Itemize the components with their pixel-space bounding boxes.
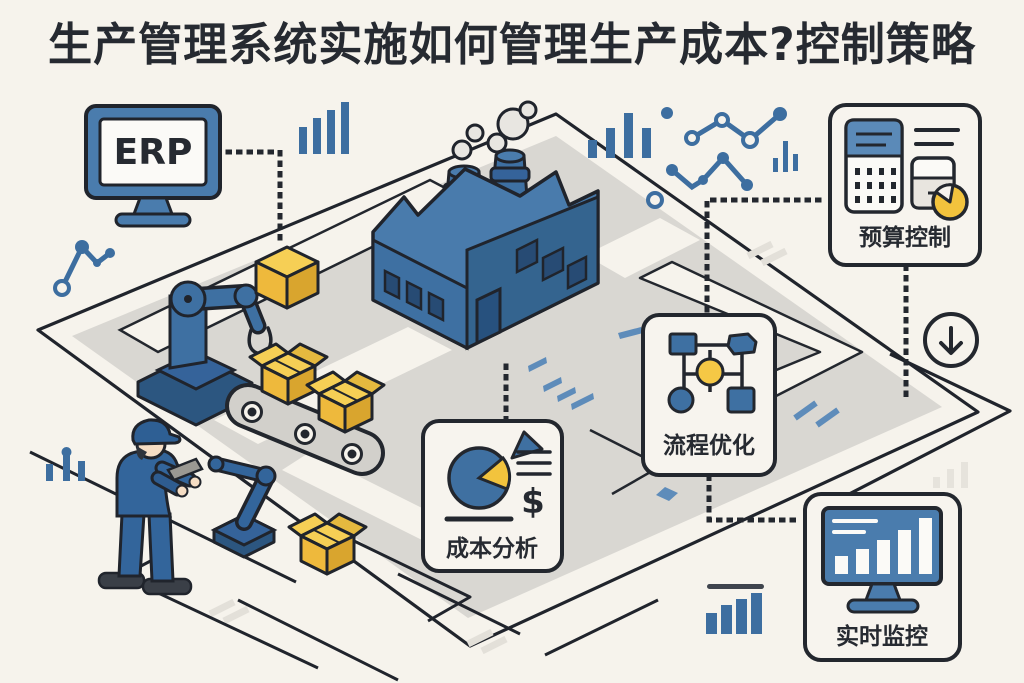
erp-monitor-icon: ERP	[84, 104, 222, 228]
floor-decals	[528, 327, 840, 501]
bar-chart-decoration	[706, 584, 764, 634]
bar-chart-decoration	[299, 102, 349, 154]
hand	[188, 475, 202, 489]
budget-control-label: 预算控制	[859, 224, 951, 251]
down-arrow-icon	[923, 312, 979, 368]
coin-icon	[931, 183, 969, 221]
pie-chart-icon	[444, 430, 544, 522]
callout-process-optimization: 流程优化	[641, 313, 777, 477]
conveyor-wheels	[241, 401, 363, 465]
callout-cost-analysis: $ 成本分析	[421, 419, 564, 573]
realtime-monitoring-label: 实时监控	[836, 623, 928, 650]
walkway	[585, 218, 700, 278]
cap	[131, 418, 182, 446]
platform-outline-outer	[819, 352, 1012, 511]
hair	[136, 446, 147, 460]
flowchart-icon	[667, 332, 758, 414]
callout-realtime-monitoring: 实时监控	[803, 492, 962, 662]
page-title: 生产管理系统实施如何管理生产成本?控制策略	[48, 18, 976, 71]
hand	[175, 484, 189, 498]
bar-chart-decoration	[46, 447, 85, 481]
walkway	[282, 452, 452, 541]
line-chart-decoration	[661, 107, 787, 149]
package-box-open-icon	[248, 342, 329, 406]
erp-label: ERP	[114, 132, 193, 173]
factory-windows	[383, 237, 588, 323]
factory-door	[475, 286, 502, 346]
callout-budget-control: 预算控制	[828, 103, 982, 267]
smoke-puffs	[451, 100, 538, 161]
bar-chart-decoration	[773, 141, 798, 172]
monitor-bar-chart-icon	[821, 506, 943, 614]
package-box-icon	[254, 245, 320, 310]
conveyor-icon	[225, 383, 385, 476]
report-lines-icon	[516, 450, 552, 476]
cost-analysis-label: 成本分析	[446, 536, 538, 562]
dotted-connectors	[225, 149, 909, 523]
ghost-decals	[208, 240, 968, 655]
dollar-icon: $	[521, 482, 545, 522]
line-chart-decoration	[646, 152, 753, 209]
robot-arm-icon	[136, 280, 273, 427]
line-chart-decoration	[53, 240, 115, 297]
bar-chart-decoration	[588, 113, 651, 158]
process-optimization-label: 流程优化	[663, 432, 755, 459]
calculator-icon	[844, 118, 904, 214]
small-robot-arm-icon	[166, 455, 278, 559]
tool	[166, 457, 204, 482]
factory-icon	[371, 100, 600, 351]
